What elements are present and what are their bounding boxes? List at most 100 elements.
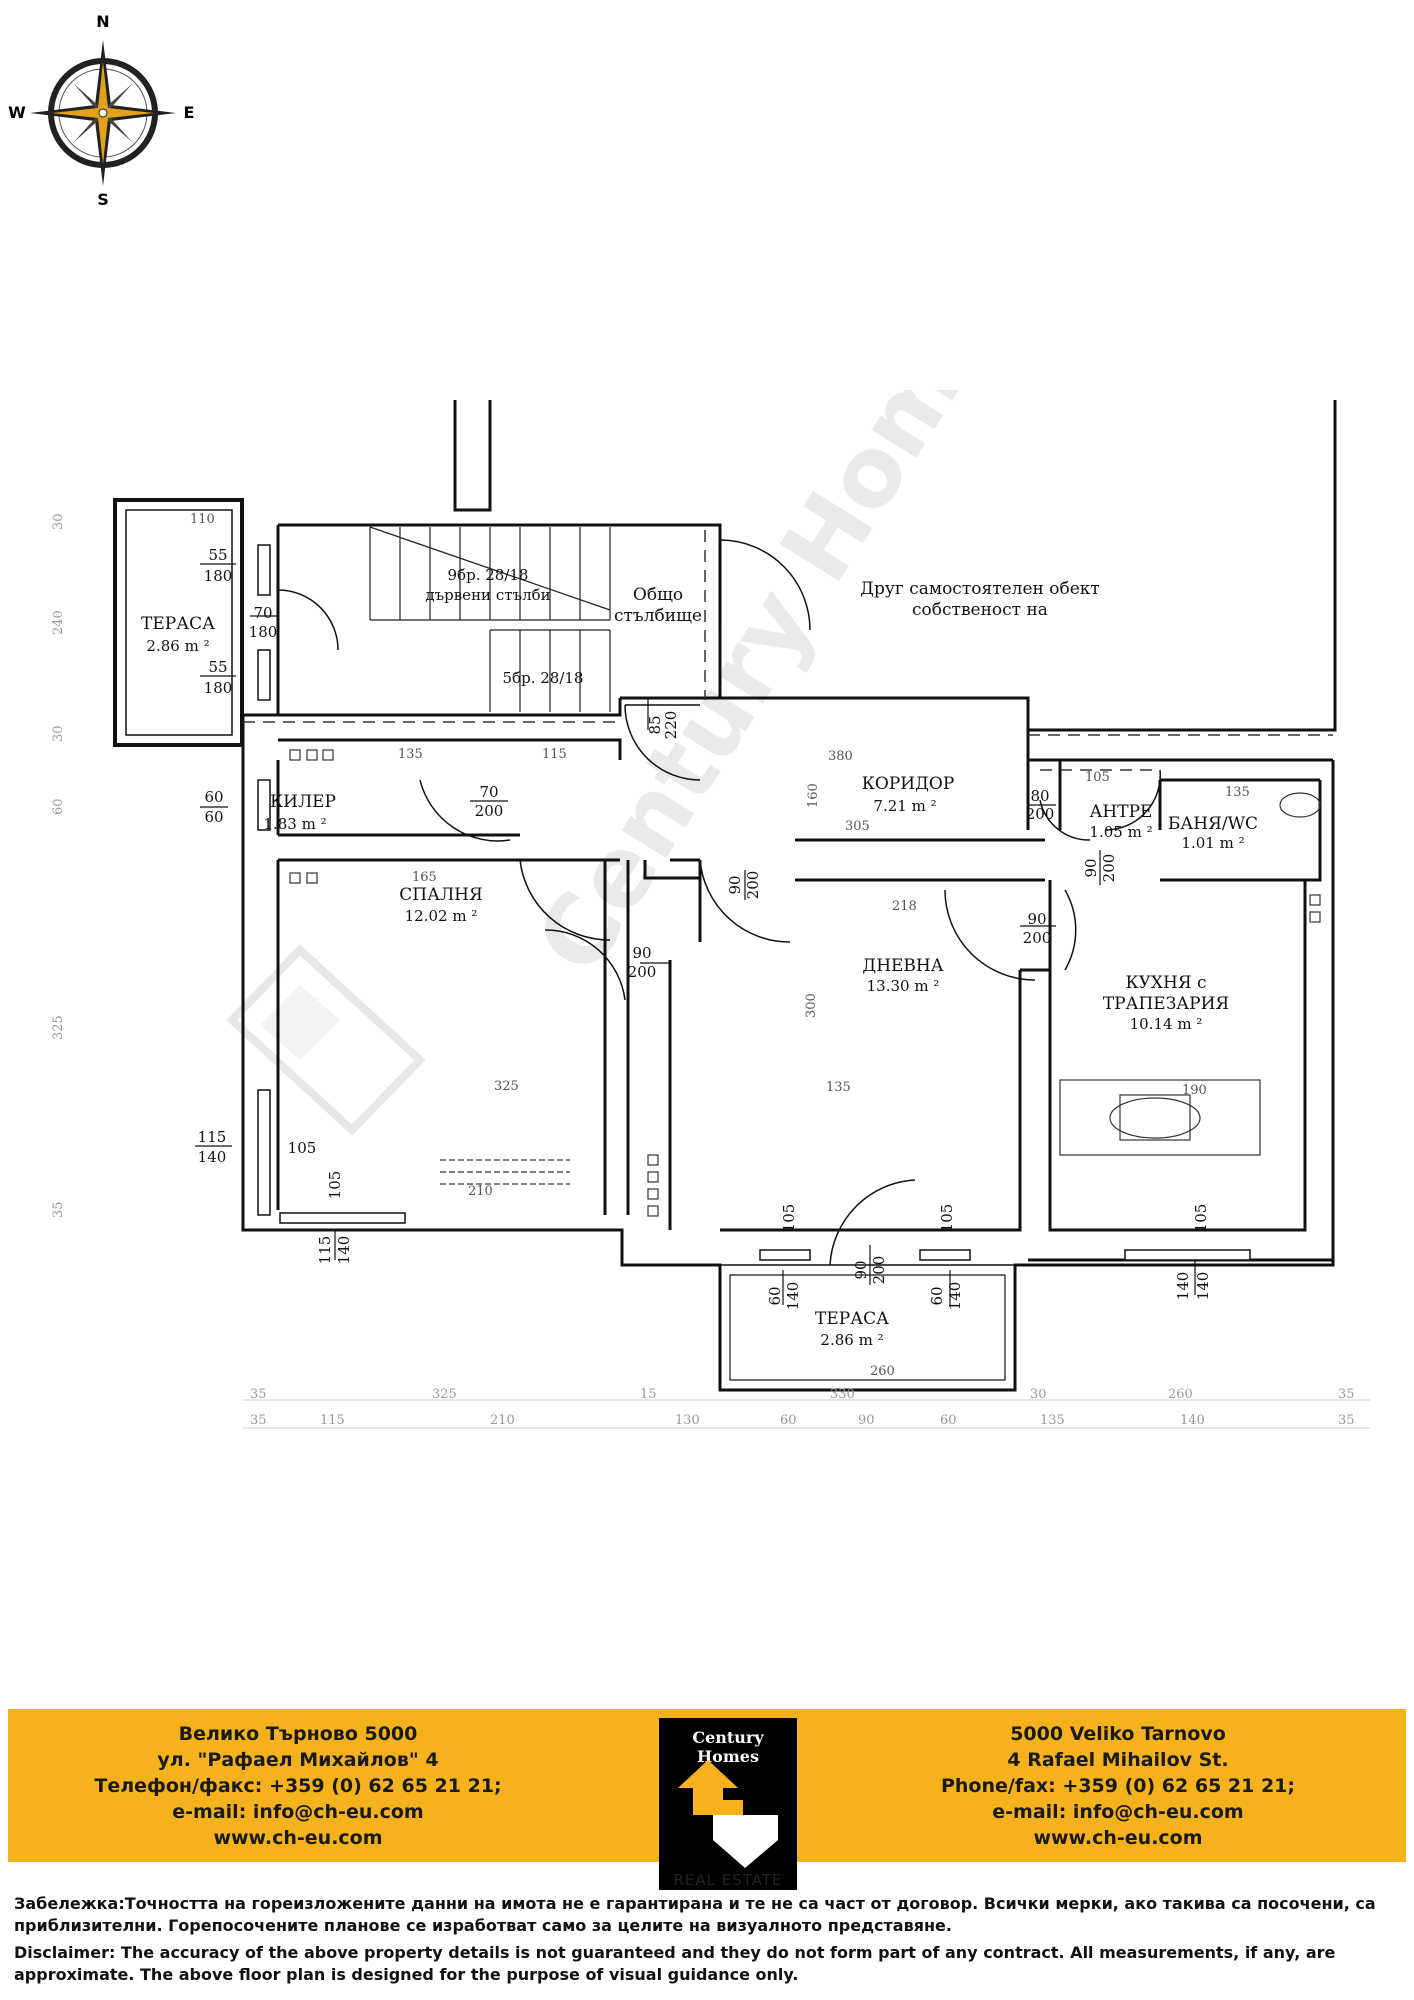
door-bedroom-w: 90 (632, 944, 651, 962)
door-balcony-h: 200 (870, 1256, 888, 1285)
contact-bg-web[interactable]: www.ch-eu.com (213, 1827, 383, 1849)
scale-r2-8: 140 (1180, 1413, 1205, 1428)
win-bal-left-h: 140 (784, 1282, 802, 1311)
door-living-w: 90 (726, 875, 744, 894)
dim-218: 218 (892, 899, 917, 914)
dim-105: 105 (1085, 770, 1110, 785)
scale-l-4: 325 (51, 1015, 66, 1040)
win-storage-w: 60 (204, 788, 223, 806)
dim-160: 160 (806, 783, 821, 808)
door-entrance-h: 200 (1026, 805, 1055, 823)
win-bedroom-side-h: 140 (198, 1148, 227, 1166)
fixtures (289, 749, 1321, 1217)
door-terrace-h: 180 (249, 623, 278, 641)
sill-bedroom: 105 (326, 1171, 344, 1200)
disclaimer-bg: Забележка:Точността на гореизложените да… (14, 1894, 1376, 1935)
room-terrace-bottom-area: 2.86 m ² (820, 1331, 883, 1349)
scale-r2-3: 130 (675, 1413, 700, 1428)
win-bal-right-h: 140 (946, 1282, 964, 1311)
contact-bg-street: ул. "Рафаел Михайлов" 4 (157, 1749, 439, 1771)
door-bath-h: 200 (1100, 854, 1118, 883)
room-entrance-area: 1.05 m ² (1089, 823, 1152, 841)
scale-r2-6: 60 (940, 1413, 957, 1428)
dim-135: 135 (398, 747, 423, 762)
scale-r1-1: 325 (432, 1387, 457, 1402)
interior-dimension-labels: 110 135 115 380 160 305 105 135 165 325 … (190, 512, 1250, 1379)
dim-325: 325 (494, 1079, 519, 1094)
stairs-top-desc: дървени стълби (425, 586, 550, 604)
dim-135b: 135 (1225, 785, 1250, 800)
room-bath-area: 1.01 m ² (1181, 834, 1244, 852)
door-storage-w: 70 (479, 783, 498, 801)
win-tl2-h: 180 (204, 679, 233, 697)
contact-bg-phone: Телефон/факс: +359 (0) 62 65 21 21; (94, 1775, 502, 1797)
room-bedroom-area: 12.02 m ² (405, 907, 478, 925)
scale-l-5: 35 (51, 1201, 66, 1218)
dim-210: 210 (468, 1184, 493, 1199)
room-kitchen-l1: КУХНЯ с (1125, 973, 1206, 993)
scale-r1-6: 35 (1338, 1387, 1355, 1402)
door-stair-h: 220 (662, 711, 680, 740)
contact-bg-email[interactable]: e-mail: info@ch-eu.com (172, 1801, 424, 1823)
common-stair-l2: стълбище (614, 606, 702, 626)
scale-r2-2: 210 (490, 1413, 515, 1428)
scale-l-0: 30 (51, 513, 66, 530)
contact-bg: Велико Търново 5000 ул. "Рафаел Михайлов… (18, 1721, 578, 1851)
door-kitchen-w: 90 (1027, 910, 1046, 928)
win-bal-left-w: 60 (766, 1286, 784, 1305)
win-bedroom-bottom-h: 140 (335, 1236, 353, 1265)
room-terrace-bottom-name: ТЕРАСА (815, 1309, 889, 1329)
room-living-area: 13.30 m ² (867, 977, 940, 995)
disclaimer-en: Disclaimer: The accuracy of the above pr… (14, 1943, 1336, 1984)
scale-l-2: 30 (51, 725, 66, 742)
scale-r2-1: 115 (320, 1413, 345, 1428)
dim-165: 165 (412, 870, 437, 885)
scale-r2-0: 35 (250, 1413, 267, 1428)
dim-110: 110 (190, 512, 215, 527)
sill-side: 105 (288, 1139, 317, 1157)
room-corridor-name: КОРИДОР (862, 774, 955, 794)
win-bedroom-bottom-w: 115 (316, 1236, 334, 1265)
common-stair-l1: Общо (633, 585, 683, 605)
room-living-name: ДНЕВНА (862, 956, 943, 976)
sill-kitchen: 105 (1192, 1204, 1210, 1233)
door-swings (277, 539, 1161, 1266)
sill-bal-right: 105 (938, 1204, 956, 1233)
contact-en-web[interactable]: www.ch-eu.com (1033, 1827, 1203, 1849)
room-storage-name: КИЛЕР (270, 792, 336, 812)
scale-r2-5: 90 (858, 1413, 875, 1428)
opening-dimensions (195, 563, 1196, 1305)
scale-r1-0: 35 (250, 1387, 267, 1402)
contact-en-phone: Phone/fax: +359 (0) 62 65 21 21; (940, 1775, 1295, 1797)
scale-l-1: 240 (51, 610, 66, 635)
stair-treads (369, 526, 611, 712)
stairs-bottom-count: 5бр. 28/18 (503, 669, 584, 687)
compass-s-label: S (97, 190, 109, 209)
dim-115: 115 (542, 747, 567, 762)
win-tl1-w: 55 (208, 546, 227, 564)
dim-380: 380 (828, 749, 853, 764)
contact-en-city: 5000 Veliko Tarnovo (1010, 1723, 1226, 1745)
door-balcony-w: 90 (852, 1260, 870, 1279)
contact-en-email[interactable]: e-mail: info@ch-eu.com (992, 1801, 1244, 1823)
room-entrance-name: АНТРЕ (1090, 802, 1153, 822)
door-entrance-w: 80 (1030, 787, 1049, 805)
compass-rose: N S W E (8, 12, 195, 209)
win-bal-right-w: 60 (928, 1286, 946, 1305)
door-kitchen-h: 200 (1023, 929, 1052, 947)
floor-plan: Century Homes (51, 390, 1370, 1429)
scale-l-3: 60 (51, 798, 66, 815)
door-living-h: 200 (744, 871, 762, 900)
watermark-text: Century Homes (515, 390, 1050, 992)
windows (257, 544, 1251, 1261)
door-bath-w: 90 (1082, 858, 1100, 877)
door-bedroom-h: 200 (628, 963, 657, 981)
contact-en-street: 4 Rafael Mihailov St. (1007, 1749, 1229, 1771)
door-stair-w: 85 (646, 715, 664, 734)
compass-e-label: E (184, 103, 195, 122)
logo-house-icon (678, 1760, 778, 1868)
dim-300: 300 (804, 993, 819, 1018)
dimension-scale-bottom: 35 325 15 330 30 260 35 35 115 210 130 6… (243, 1387, 1370, 1429)
scale-r1-5: 260 (1168, 1387, 1193, 1402)
room-kitchen-l2: ТРАПЕЗАРИЯ (1103, 994, 1229, 1014)
